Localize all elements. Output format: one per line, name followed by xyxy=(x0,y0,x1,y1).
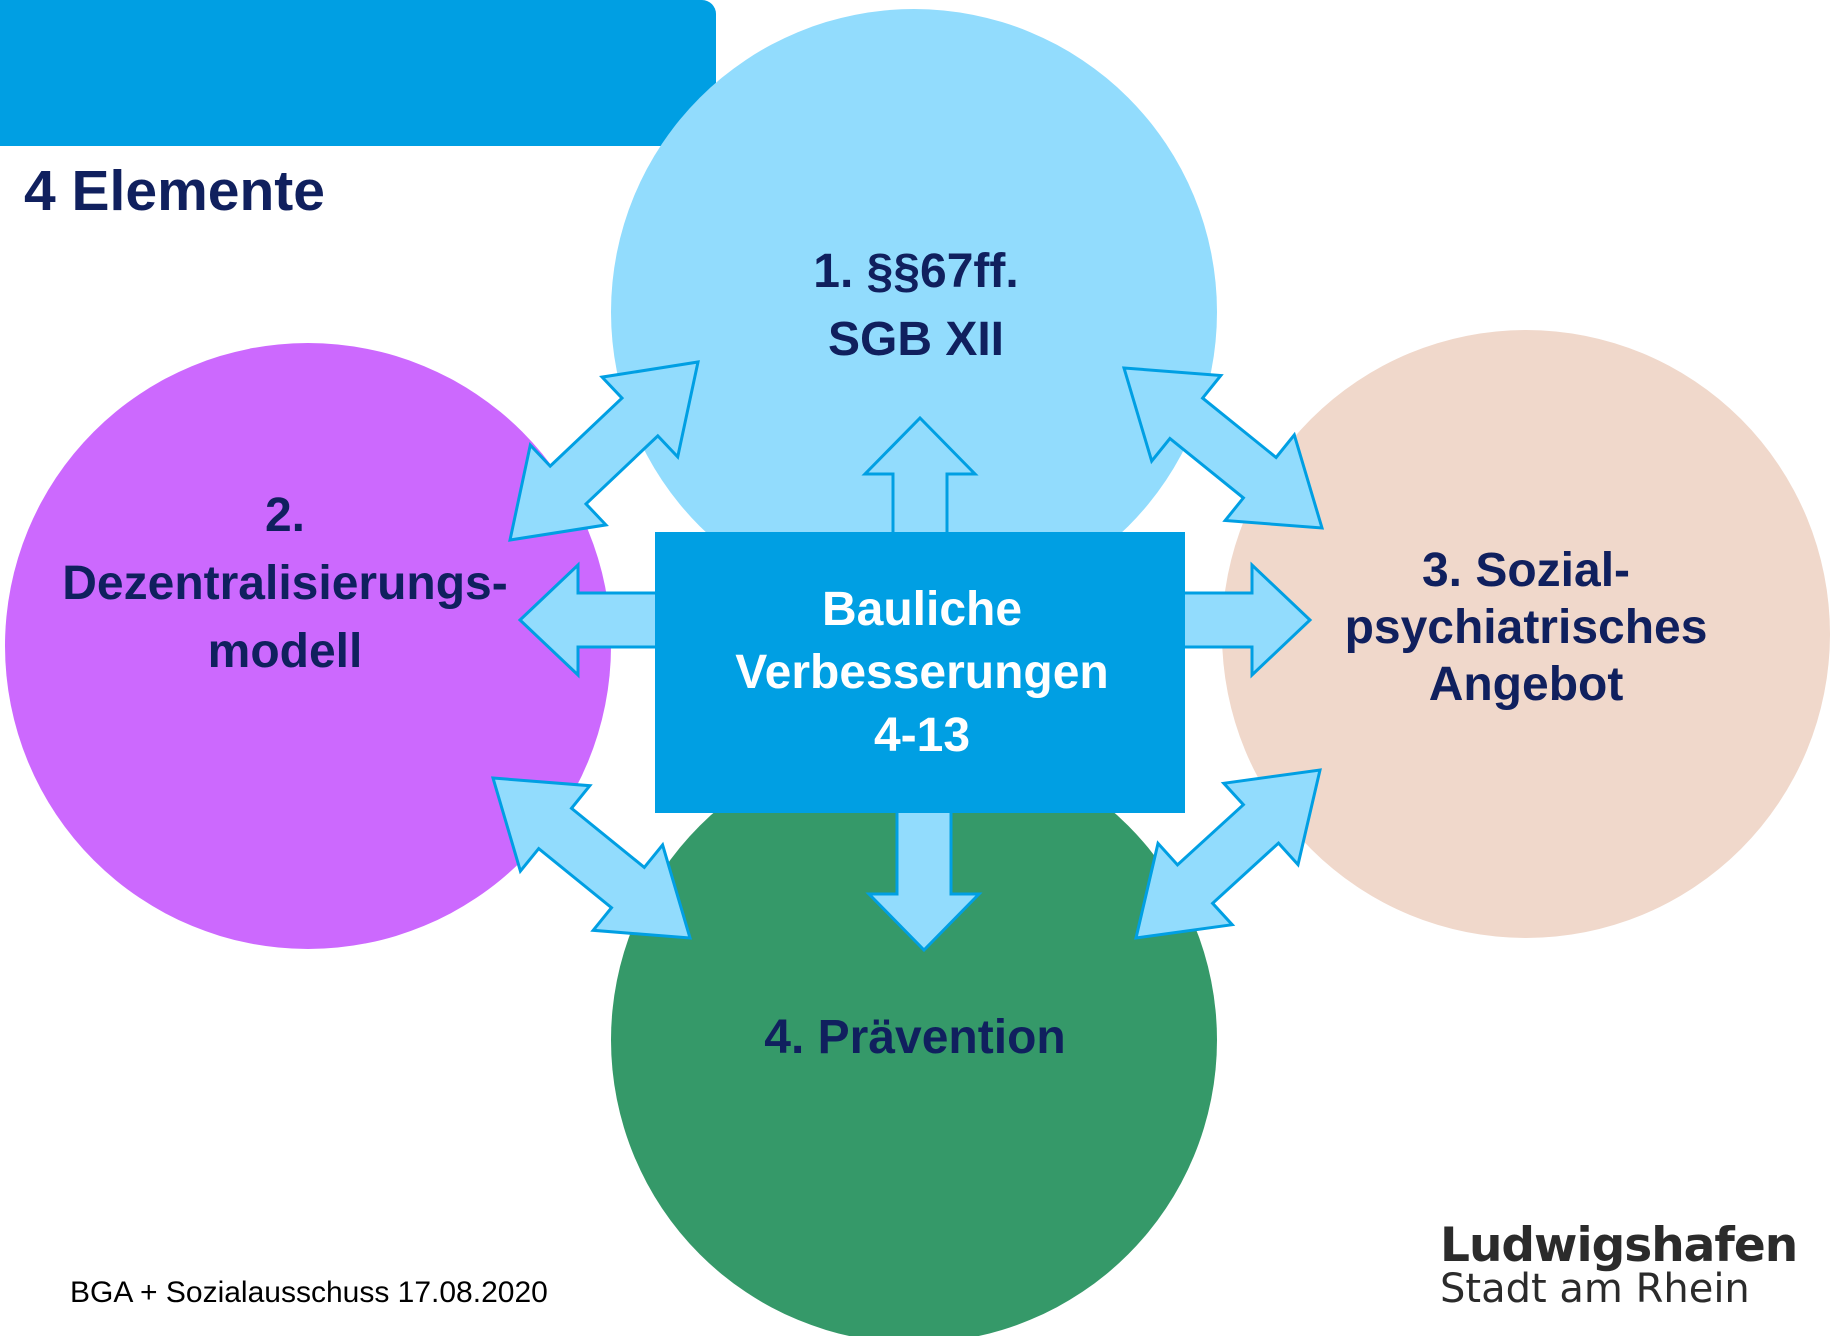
header-band xyxy=(0,0,716,146)
center-line: Bauliche xyxy=(821,583,1023,636)
page-title: 4 Elemente xyxy=(24,159,325,223)
element-1-circle xyxy=(611,9,1217,615)
element-3-circle xyxy=(1222,330,1830,938)
element-2-label: 2. Dezentralisierungs- modell xyxy=(15,482,555,686)
element-4-label: 4. Prävention xyxy=(695,1008,1135,1068)
arrow-center-to-element-4 xyxy=(865,808,983,953)
element-3-line: Angebot xyxy=(1428,658,1624,711)
center-line: Verbesserungen xyxy=(735,646,1109,699)
element-2-line: modell xyxy=(207,625,363,678)
element-3-label: 3. Sozial- psychiatrisches Angebot xyxy=(1296,542,1756,713)
city-logo: Ludwigshafen Stadt am Rhein xyxy=(1440,1218,1798,1312)
element-2-line: Dezentralisierungs- xyxy=(62,557,508,610)
arrow-element-1-element-3 xyxy=(1121,366,1325,530)
center-label: Bauliche Verbesserungen 4-13 xyxy=(657,578,1187,767)
footer-text: BGA + Sozialausschuss 17.08.2020 xyxy=(70,1276,548,1309)
element-2-circle xyxy=(5,343,611,949)
center-line: 4-13 xyxy=(873,709,971,762)
element-3-line: 3. Sozial- xyxy=(1421,544,1631,597)
element-3-line: psychiatrisches xyxy=(1344,601,1708,654)
arrow-center-to-element-3 xyxy=(1180,561,1313,679)
element-4-circle xyxy=(611,737,1217,1336)
element-1-label: 1. §§67ff. SGB XII xyxy=(706,238,1126,374)
element-2-line: 2. xyxy=(264,489,306,542)
element-4-line: 4. Prävention xyxy=(764,1011,1066,1064)
element-1-line: 1. §§67ff. xyxy=(813,245,1019,298)
arrow-element-2-element-4 xyxy=(490,776,693,940)
logo-subtitle: Stadt am Rhein xyxy=(1440,1266,1750,1312)
arrow-element-3-element-4 xyxy=(1134,768,1322,940)
arrow-center-to-element-2 xyxy=(517,561,660,679)
arrow-element-1-element-2 xyxy=(508,360,700,542)
center-box xyxy=(655,532,1185,813)
arrow-center-to-element-1 xyxy=(861,415,979,537)
element-1-line: SGB XII xyxy=(827,313,1005,366)
logo-name: Ludwigshafen xyxy=(1440,1218,1798,1273)
arrows-layer xyxy=(490,360,1325,953)
